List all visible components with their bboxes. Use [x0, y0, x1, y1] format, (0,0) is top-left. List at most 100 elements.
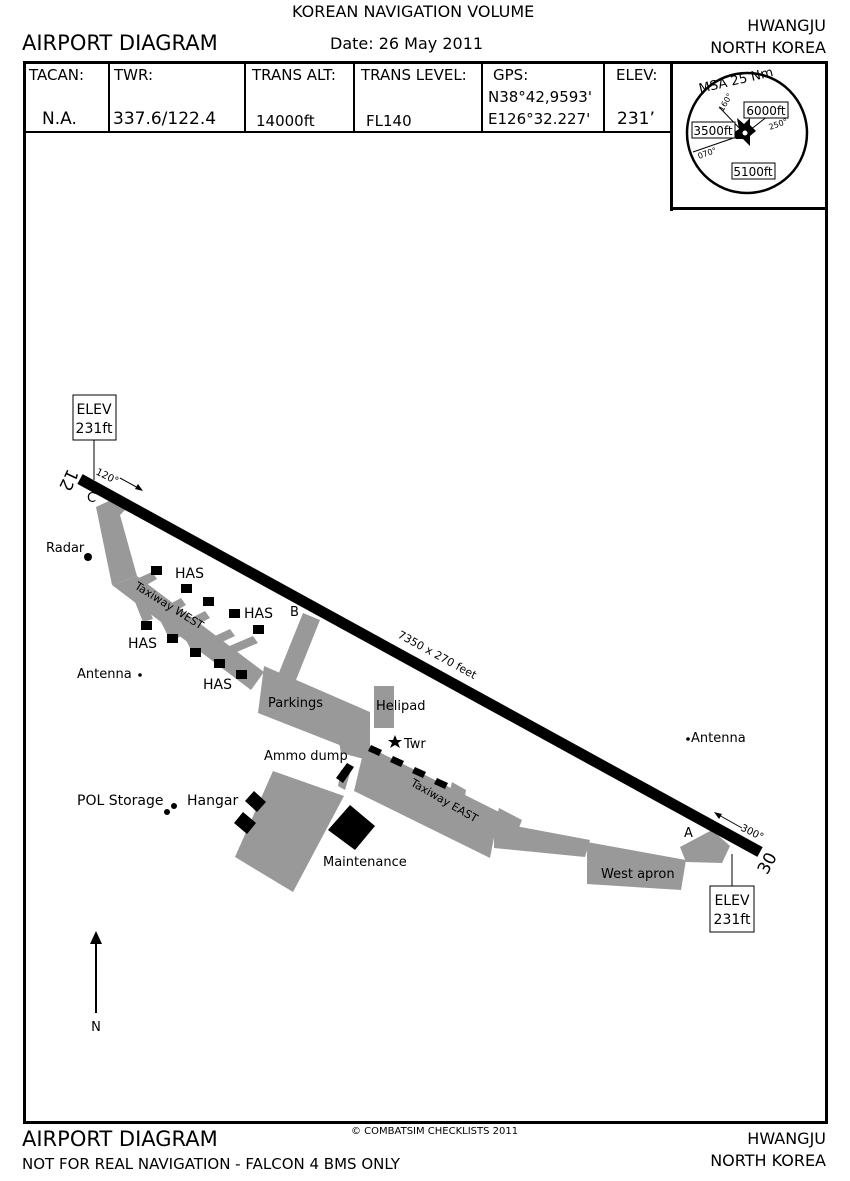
has-shelters [141, 566, 264, 679]
has-shelter [236, 670, 247, 679]
gps-label: GPS: [493, 66, 529, 84]
msa-box-bottom-border [670, 207, 825, 210]
trans-level-value: FL140 [366, 112, 412, 130]
has-stub [121, 572, 157, 596]
tower-label: Twr [403, 737, 426, 752]
msa-circle: MSA 25 Nm 160° 250° 070° 6000ft 3500ft 5… [685, 65, 809, 195]
runway-elev-value: 231ft [76, 421, 113, 437]
apron-stand [368, 745, 382, 756]
runway-direction-arrowhead [714, 812, 722, 819]
taxiway-east [354, 745, 499, 858]
runway-elevation-callout-30: ELEV 231ft [709, 854, 755, 933]
has-label: HAS [203, 677, 232, 693]
footer-airport-name: HWANGJU [747, 1129, 826, 1148]
pol-storage-label: POL Storage [77, 793, 164, 809]
msa-altitude-5100: 5100ft [733, 165, 773, 179]
antenna-east-marker [686, 737, 690, 741]
trans-alt-value: 14000ft [256, 112, 315, 130]
ammo-dump-label: Ammo dump [264, 749, 348, 764]
hangar-building [234, 812, 256, 834]
has-stub [220, 636, 258, 657]
map-labels: Radar Antenna Antenna HAS HAS HAS HAS Ta… [46, 491, 746, 882]
msa-bearing-250: 250° [768, 117, 789, 132]
has-shelter [203, 597, 214, 606]
footer-country: NORTH KOREA [710, 1151, 826, 1170]
apron-stand [412, 767, 426, 778]
antenna-west-label: Antenna [77, 667, 132, 682]
runway-elevation-callout-12: ELEV 231ft [72, 394, 117, 480]
taxiway-network [96, 499, 730, 892]
elevation-value: 231’ [617, 109, 655, 129]
has-shelter [229, 609, 240, 618]
has-label: HAS [128, 636, 157, 652]
gps-longitude: E126°32.227' [488, 110, 591, 128]
msa-altitude-3500: 3500ft [693, 124, 733, 138]
taxiway-east-link [494, 822, 590, 857]
has-stub [182, 629, 202, 652]
runway-elev-label: ELEV [714, 893, 749, 909]
msa-title: MSA 25 Nm [698, 65, 775, 97]
maintenance-label: Maintenance [323, 855, 407, 870]
helipad [374, 686, 394, 728]
info-row-divider [23, 131, 671, 133]
has-shelter [214, 659, 225, 668]
point-markers [84, 553, 690, 815]
helipad-label: Helipad [376, 699, 425, 714]
info-separator [481, 61, 483, 133]
apron-stand [434, 778, 448, 789]
radar-marker [84, 553, 92, 561]
hangar-apron [235, 771, 344, 892]
tower-star-icon [388, 735, 402, 748]
has-stub [225, 653, 243, 672]
has-stub [178, 611, 210, 632]
airport-name: HWANGJU [747, 16, 826, 35]
has-shelter [253, 625, 264, 634]
has-shelter [141, 621, 152, 630]
maintenance-building [328, 805, 375, 850]
has-label: HAS [175, 566, 204, 582]
hangar-building [245, 791, 266, 812]
runway-elev-label: ELEV [76, 402, 111, 418]
msa-sector-box [731, 162, 776, 180]
point-c-label: C [87, 491, 96, 506]
has-stub [208, 642, 226, 662]
has-stub [133, 594, 153, 622]
apron-stand [390, 756, 404, 767]
north-arrow: N [90, 931, 102, 1035]
msa-sector-box [743, 101, 789, 119]
west-apron-label: West apron [601, 867, 675, 882]
tower-label: TWR: [114, 66, 154, 84]
apron-bay [494, 808, 522, 838]
runway-12-30 [77, 474, 763, 857]
west-apron [587, 842, 686, 890]
antenna-east-label: Antenna [691, 731, 746, 746]
pol-storage-marker [164, 809, 170, 815]
apron-bay [446, 782, 466, 815]
runway-direction-arrow [716, 813, 743, 829]
gps-latitude: N38°42,9593' [488, 88, 592, 106]
msa-box-left-border [670, 61, 673, 211]
footer-title: AIRPORT DIAGRAM [22, 1127, 218, 1151]
chart-date: Date: 26 May 2011 [330, 34, 484, 53]
elevation-label: ELEV: [616, 66, 658, 84]
point-a-label: A [684, 826, 693, 841]
has-shelter [190, 648, 201, 657]
ammo-dump-connector [338, 736, 368, 760]
has-shelter [167, 634, 178, 643]
has-shelter [181, 584, 192, 593]
tower-frequency: 337.6/122.4 [113, 109, 217, 129]
point-b-label: B [290, 605, 299, 620]
hangar-label: Hangar [187, 793, 238, 809]
apron-stands [368, 745, 448, 789]
runway-direction-arrowhead [135, 484, 143, 491]
msa-bearing-160: 160° [717, 92, 734, 113]
msa-altitude-6000: 6000ft [746, 104, 786, 118]
north-label: N [91, 1020, 101, 1035]
trans-level-label: TRANS LEVEL: [361, 66, 467, 84]
runway-elev-value: 231ft [714, 912, 751, 928]
has-stub [155, 598, 186, 620]
tacan-value: N.A. [42, 109, 77, 129]
antenna-west-marker [138, 673, 142, 677]
has-label: HAS [244, 606, 273, 622]
